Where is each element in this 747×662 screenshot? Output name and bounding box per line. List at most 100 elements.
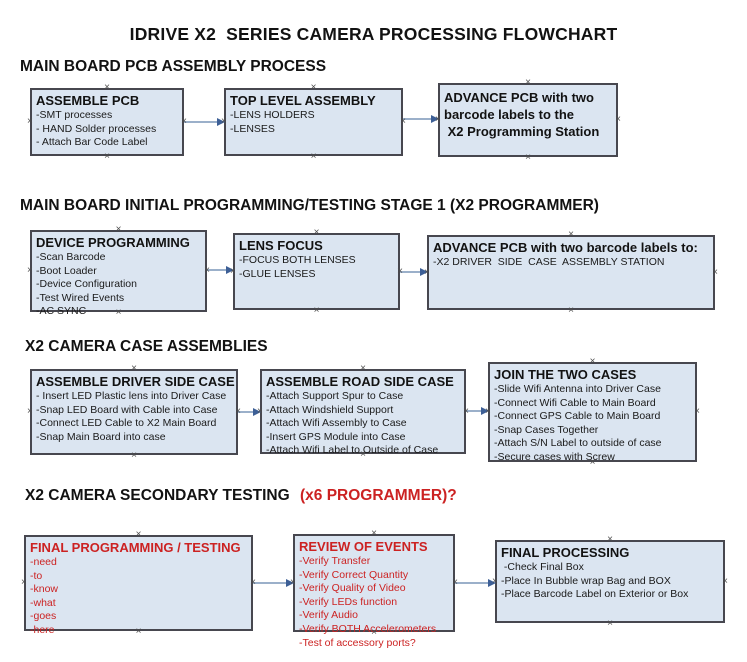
connection-handle-icon: × — [492, 575, 498, 587]
connection-handle-icon: × — [310, 151, 317, 162]
connector-arrow[interactable] — [400, 268, 428, 277]
box-items: -Check Final Box-Place In Bubble wrap Ba… — [501, 561, 719, 602]
connector-arrow[interactable] — [253, 579, 294, 588]
box-items: ADVANCE PCB with two barcode labels to th… — [444, 89, 612, 140]
box-item-line: -Attach Windshield Support — [266, 403, 394, 416]
box-title: JOIN THE TWO CASES — [494, 367, 637, 382]
flow-box-final-programming-testing[interactable]: ×××× FINAL PROGRAMMING / TESTING -need-t… — [21, 530, 256, 637]
box-items: -X2 DRIVER SIDE CASE ASSEMBLY STATION — [433, 256, 709, 270]
connection-handle-icon: × — [257, 405, 263, 417]
box-title: FINAL PROCESSING — [501, 545, 630, 560]
connector-arrow[interactable] — [455, 579, 496, 588]
connection-handle-icon: × — [131, 363, 137, 374]
connection-handle-icon: × — [360, 363, 366, 374]
box-item-line: -Attach Support Spur to Case — [266, 390, 404, 402]
box-item-line: - Insert LED Plastic lens into Driver Ca… — [36, 390, 227, 402]
flow-box-join-the-two-cases[interactable]: ×××× JOIN THE TWO CASES -Slide Wifi Ante… — [485, 357, 700, 468]
connection-handle-icon: × — [525, 77, 531, 88]
box-item-line: barcode labels to the — [444, 107, 575, 122]
connector-arrow[interactable] — [238, 408, 261, 417]
arrow-head-icon — [226, 266, 234, 274]
connector-arrow[interactable] — [403, 115, 439, 124]
arrow-head-icon — [217, 118, 225, 126]
box-title: ASSEMBLE DRIVER SIDE CASE — [36, 374, 235, 389]
connection-handle-icon: × — [400, 116, 406, 127]
connection-handle-icon: × — [435, 114, 441, 125]
connection-handle-icon: × — [397, 265, 403, 277]
box-item-line: -Attach S/N Label to outside of case — [494, 437, 662, 450]
box-item-line: -Insert GPS Module into Case — [266, 430, 406, 443]
connection-handle-icon: × — [722, 575, 728, 587]
flow-box-review-of-events[interactable]: ×××× REVIEW OF EVENTS -Verify Transfer-V… — [290, 529, 458, 649]
connector-arrow[interactable] — [184, 118, 225, 127]
box-title: ASSEMBLE PCB — [36, 93, 140, 108]
arrow-line — [400, 271, 423, 273]
box-item-line: -Attach Wifi Label to Outside of Case — [266, 444, 439, 457]
box-item-line: -Connect GPS Cable to Main Board — [494, 410, 661, 423]
box-item-line: -SMT processes — [36, 109, 113, 121]
connection-handle-icon: × — [250, 577, 256, 588]
box-items: -Slide Wifi Antenna into Driver Case-Con… — [494, 383, 691, 465]
box-item-line: -Verify Correct Quantity — [299, 568, 409, 581]
flow-box-device-programming[interactable]: ×××× DEVICE PROGRAMMING -Scan Barcode-Bo… — [27, 225, 210, 318]
connection-handle-icon: × — [371, 528, 377, 539]
box-item-line: -Attach Wifi Assembly to Case — [266, 417, 407, 430]
flow-box-assemble-road-side-case[interactable]: ×××× ASSEMBLE ROAD SIDE CASE -Attach Sup… — [257, 364, 469, 460]
section-heading-red-text: (x6 PROGRAMMER)? — [300, 487, 457, 504]
box-item-line: -Snap Cases Together — [494, 423, 599, 436]
connector-arrow[interactable] — [466, 407, 489, 416]
arrow-line — [184, 121, 220, 123]
arrow-line — [455, 582, 491, 584]
box-item-line: -Boot Loader — [36, 264, 97, 277]
connection-handle-icon: × — [115, 224, 122, 235]
flow-box-top-level-assembly[interactable]: ×××× TOP LEVEL ASSEMBLY -LENS HOLDERS-LE… — [221, 83, 406, 162]
box-item-line: -Test Wired Events — [36, 291, 125, 304]
box-item-line: -Scan Barcode — [36, 251, 106, 263]
arrow-head-icon — [253, 408, 261, 416]
box-item-line: -to — [30, 569, 43, 582]
arrow-line — [207, 269, 229, 271]
box-item-line: -LENSES — [230, 122, 275, 135]
connection-handle-icon: × — [135, 626, 142, 637]
box-title: LENS FOCUS — [239, 238, 323, 253]
flow-box-final-processing[interactable]: ×××× FINAL PROCESSING -Check Final Box-P… — [492, 535, 728, 629]
connection-handle-icon: × — [290, 577, 296, 588]
arrow-line — [403, 118, 434, 120]
box-item-line: -what — [30, 596, 56, 609]
section-heading-secondary-testing: X2 CAMERA SECONDARY TESTING (x6 PROGRAMM… — [25, 487, 457, 505]
box-item-line: -Connect LED Cable to X2 Main Board — [36, 417, 217, 430]
connection-handle-icon: × — [235, 406, 241, 417]
connection-handle-icon: × — [131, 450, 137, 461]
box-item-line: -need — [30, 556, 57, 568]
connector-arrow[interactable] — [207, 266, 234, 275]
connection-handle-icon: × — [104, 151, 110, 162]
arrow-line — [466, 410, 484, 412]
flow-box-lens-focus[interactable]: ×××× LENS FOCUS -FOCUS BOTH LENSES-GLUE … — [230, 228, 403, 316]
box-item-line: ADVANCE PCB with two — [444, 90, 594, 105]
connection-handle-icon: × — [568, 305, 574, 316]
box-item-line: -GLUE LENSES — [239, 267, 316, 280]
section-heading-case-assemblies: X2 CAMERA CASE ASSEMBLIES — [25, 338, 268, 355]
flow-box-assemble-driver-side-case[interactable]: ×××× ASSEMBLE DRIVER SIDE CASE - Insert … — [27, 364, 241, 461]
connection-handle-icon: × — [525, 152, 531, 163]
box-item-line: -Snap Main Board into case — [36, 430, 166, 443]
box-item-line: -Verify Audio — [299, 609, 358, 622]
connection-handle-icon: × — [589, 457, 596, 468]
connection-handle-icon: × — [712, 266, 718, 278]
box-item-line: -LENS HOLDERS — [230, 109, 315, 121]
connection-handle-icon: × — [104, 82, 110, 93]
flow-box-assemble-pcb[interactable]: ×××× ASSEMBLE PCB -SMT processes- HAND S… — [27, 83, 187, 162]
box-items: -FOCUS BOTH LENSES-GLUE LENSES — [239, 254, 394, 281]
box-item-line: -Connect Wifi Cable to Main Board — [494, 396, 656, 409]
connection-handle-icon: × — [115, 307, 122, 318]
flow-box-advance-pcb-case-assembly[interactable]: ×××× ADVANCE PCB with two barcode labels… — [424, 230, 718, 316]
box-item-line: -Verify Quality of Video — [299, 582, 406, 595]
box-items: -SMT processes- HAND Solder processes- A… — [36, 109, 178, 150]
box-item-line: -Snap LED Board with Cable into Case — [36, 403, 218, 416]
box-item-line: -Slide Wifi Antenna into Driver Case — [494, 383, 661, 395]
box-title: ADVANCE PCB with two barcode labels to: — [433, 240, 698, 255]
connection-handle-icon: × — [694, 406, 700, 417]
arrow-head-icon — [420, 268, 428, 276]
